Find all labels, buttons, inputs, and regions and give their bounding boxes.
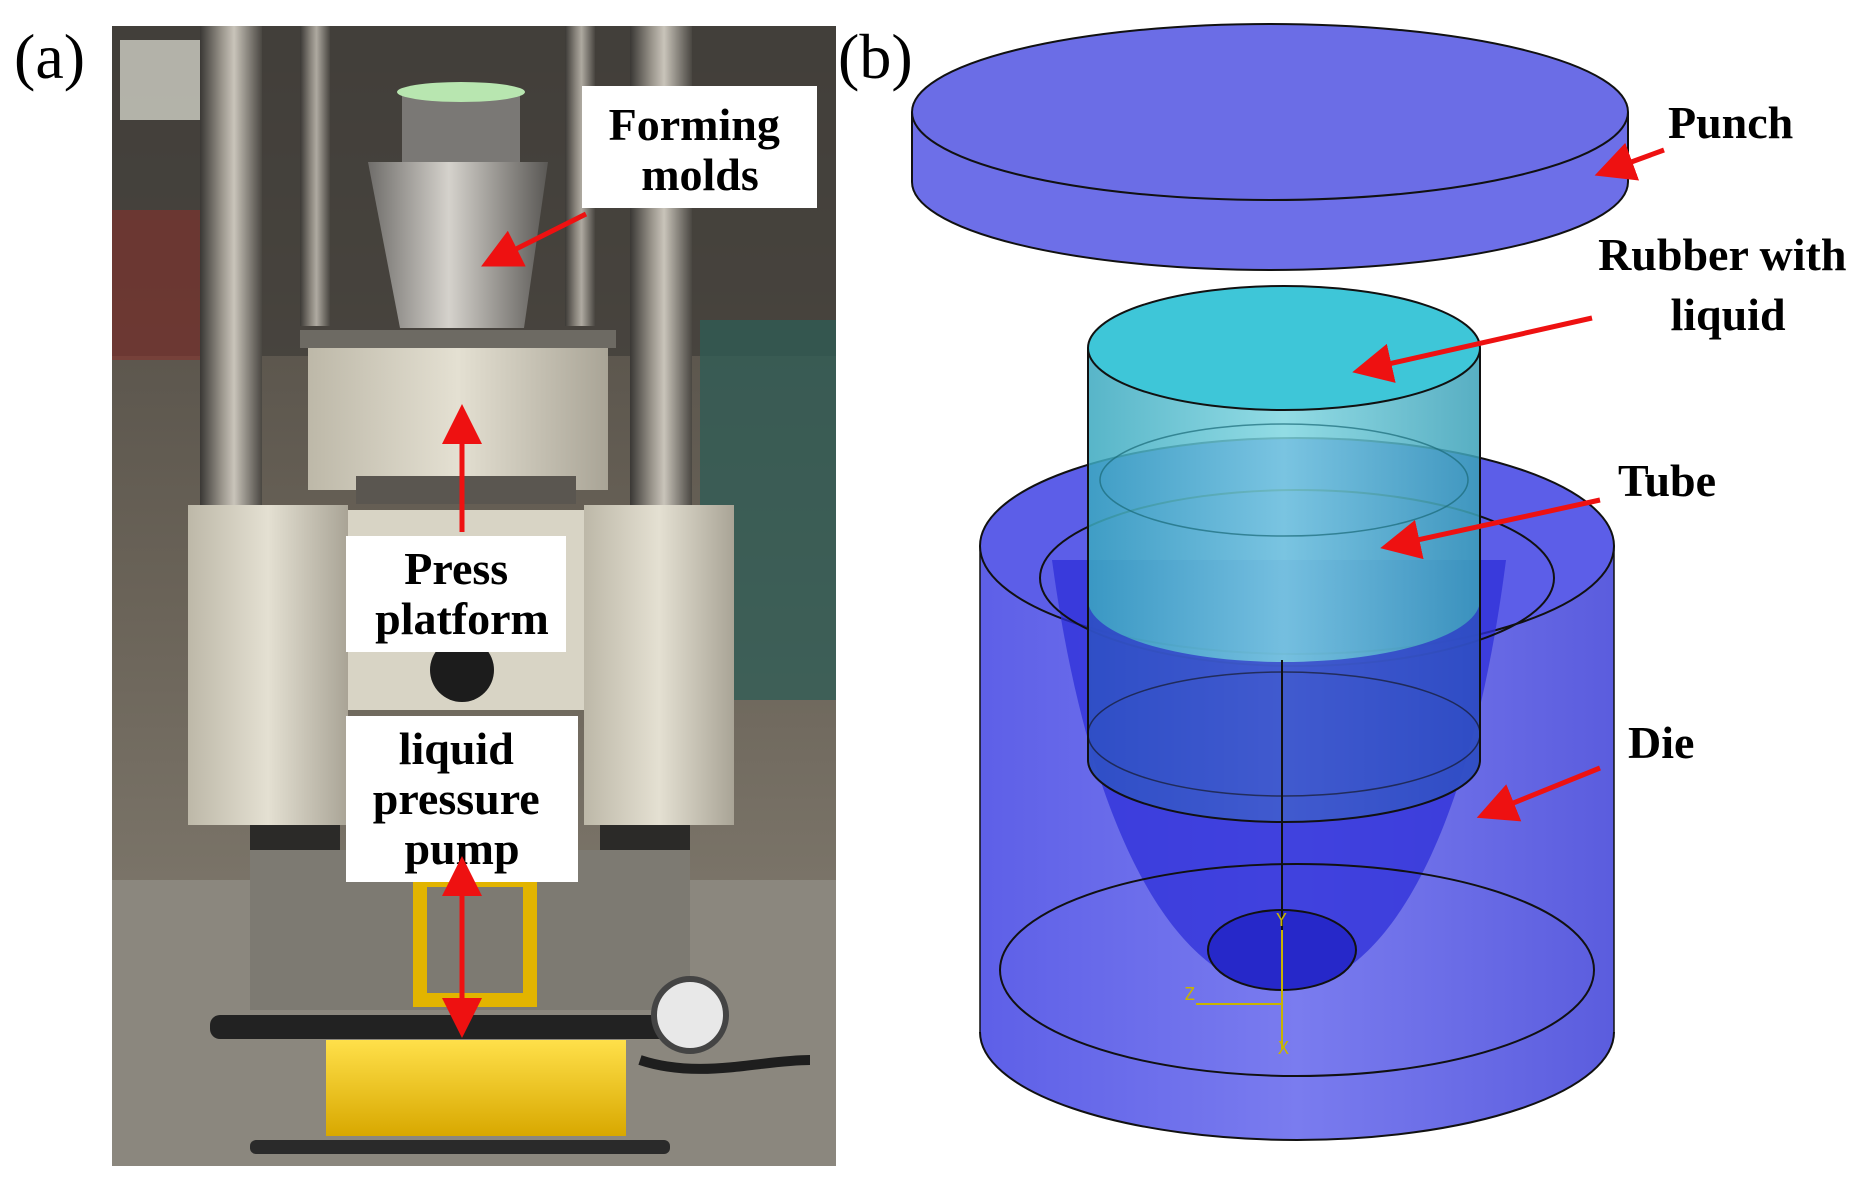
press-platform-line-2: platform [375, 593, 549, 644]
callout-die: Die [1476, 717, 1694, 822]
axis-label-z: Z [1184, 984, 1195, 1005]
callout-liquid-pressure-pump: liquid pressure pump [346, 716, 578, 1038]
panel-b-label: (b) [838, 21, 913, 92]
forming-molds-line-1: Forming [609, 99, 780, 150]
die-arrow [1476, 765, 1601, 822]
callout-tube: Tube [1380, 455, 1716, 560]
punch [911, 23, 1629, 271]
callout-press-platform: Press platform [346, 404, 566, 652]
axis-triad: Y Z X [1184, 910, 1289, 1059]
panel-b: (b) [838, 21, 1858, 1141]
punch-arrow [1594, 142, 1665, 181]
punch-label: Punch [1668, 97, 1793, 148]
svg-text:liquid pressure: liquid pressure pump [373, 723, 551, 874]
callout-rubber-with-liquid: Rubber with liquid [1352, 229, 1858, 383]
pump-line-2: pressure [373, 773, 540, 824]
press-platform-line-1: Press [404, 543, 508, 594]
tube-arrow [1380, 497, 1601, 560]
tube-label: Tube [1618, 455, 1716, 506]
forming-molds-arrow [481, 211, 588, 267]
forming-molds-line-2: molds [641, 149, 759, 200]
rubber-line-2: liquid [1670, 289, 1786, 340]
axis-label-x: X [1278, 1038, 1289, 1059]
die-label: Die [1628, 717, 1694, 768]
panel-a-label: (a) [14, 21, 85, 92]
axis-label-y: Y [1276, 910, 1287, 931]
pump-line-1: liquid [399, 723, 515, 774]
callout-punch: Punch [1594, 97, 1793, 181]
rubber-line-1: Rubber with [1598, 229, 1846, 280]
callout-forming-molds: Forming molds [481, 86, 817, 267]
panel-a: (a) [14, 21, 836, 1166]
svg-text:Press platform: Press platform [375, 543, 549, 644]
svg-text:Rubber with liquid: Rubber with liquid [1598, 229, 1858, 340]
pump-line-3: pump [404, 823, 519, 874]
tube-and-rubber [1087, 285, 1481, 990]
rubber-arrow [1352, 315, 1593, 383]
svg-text:Forming molds: Forming molds [609, 99, 792, 200]
